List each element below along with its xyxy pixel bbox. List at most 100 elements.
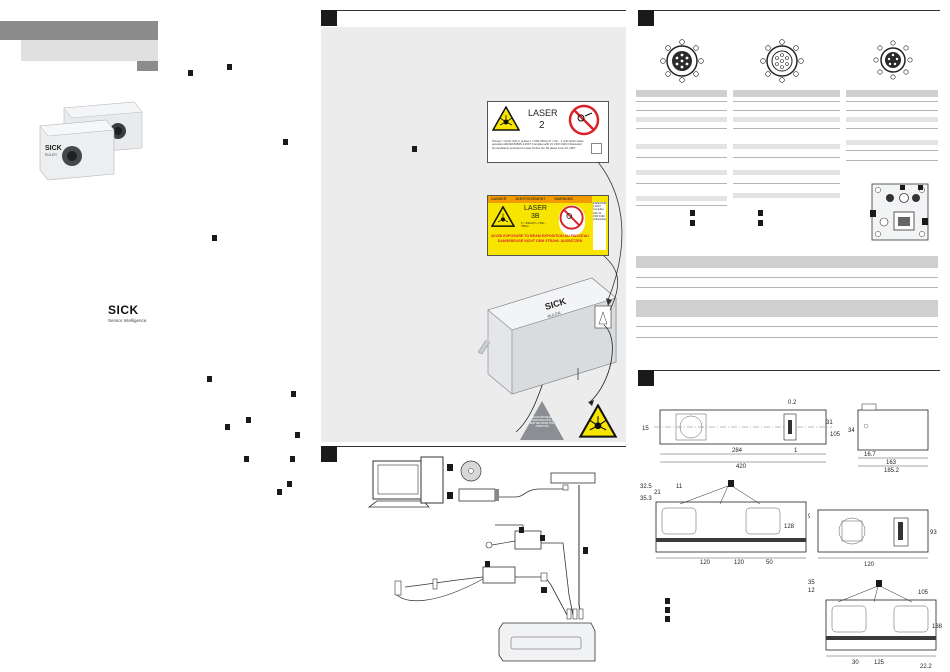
ref-marker xyxy=(246,417,251,423)
ref-marker xyxy=(188,70,193,76)
ref-marker xyxy=(690,220,695,226)
ref-marker xyxy=(665,616,670,622)
encoder-box xyxy=(514,530,542,550)
dim-120b: 120 xyxy=(734,560,745,566)
laser-class2-number: 2 xyxy=(539,120,545,131)
led-table-header xyxy=(636,256,938,268)
dim-284: 284 xyxy=(732,448,743,454)
cover-product-photo: SICK SICK RULER xyxy=(34,98,144,186)
led-table-2-header xyxy=(636,300,938,317)
label-square xyxy=(591,143,602,154)
ref-marker xyxy=(244,456,249,462)
dimension-drawing-bottom: 35 105 30 12 125 22.2 138 xyxy=(808,580,942,670)
ref-marker xyxy=(277,489,282,495)
pin-row-shaded xyxy=(636,170,727,175)
pin-row xyxy=(846,160,938,161)
pin-row xyxy=(636,157,727,158)
led-table-row xyxy=(636,287,938,288)
aperture-warning-label: AVOID EXPOSURE LASER RADIATION IS EMITTE… xyxy=(519,400,565,441)
section-rule xyxy=(654,370,940,371)
ref-marker xyxy=(212,235,217,241)
laser-warning-icon xyxy=(490,205,516,232)
pin-row-shaded xyxy=(846,140,938,145)
pin-row-shaded xyxy=(733,193,840,198)
pc-tower xyxy=(420,456,444,504)
ref-marker xyxy=(758,220,763,226)
warn-word-danger: DANGER xyxy=(491,197,507,201)
dim-30: 30 xyxy=(852,660,859,666)
section-rule xyxy=(337,10,626,11)
laser-class2-fine-print: P(max) = 2mW, CW or pulsed λ = 660-780nm… xyxy=(492,139,584,150)
pin-row-shaded xyxy=(733,117,840,122)
pin-row xyxy=(733,128,840,129)
laser-warning-icon xyxy=(491,105,521,136)
dim-34: 34 xyxy=(848,428,855,434)
led-table-row xyxy=(636,337,938,338)
section-marker xyxy=(638,10,654,26)
aperture-warning-text: AVOID EXPOSURE LASER RADIATION IS EMITTE… xyxy=(529,416,555,428)
dim-0.2: 0.2 xyxy=(788,400,797,406)
cover-accent-bar xyxy=(137,61,158,71)
laser-label-class3b: DANGER AVERTISSEMENT WARNUNG LASER 3B P … xyxy=(487,195,609,256)
dim-9: 9 xyxy=(808,514,810,520)
connector-pinout-3 xyxy=(873,40,913,80)
no-staring-icon xyxy=(568,104,601,142)
warning-words-strip: DANGER AVERTISSEMENT WARNUNG xyxy=(488,196,592,203)
label-connector-lines xyxy=(597,161,623,311)
dimension-drawing-end: 120 93 xyxy=(817,509,937,568)
dim-163: 163 xyxy=(886,460,897,466)
section-marker xyxy=(321,446,337,462)
dim-105-b: 105 xyxy=(918,590,929,596)
pin-table-2-header xyxy=(733,90,840,97)
dim-138: 138 xyxy=(932,624,942,630)
ref-marker xyxy=(283,139,288,145)
dim-185.2: 185.2 xyxy=(884,468,900,474)
system-diagram xyxy=(367,456,596,662)
dimension-drawing-top: 284 420 15 1 0.2 31 105 xyxy=(642,400,840,470)
ruler-camera xyxy=(498,622,596,662)
dim-1: 1 xyxy=(794,448,798,454)
pin-row-shaded xyxy=(733,170,840,175)
dim-125: 125 xyxy=(874,660,885,666)
power-supply-box xyxy=(482,566,516,584)
ethernet-switch xyxy=(550,472,596,484)
pin-row-shaded xyxy=(733,144,840,149)
pin-row xyxy=(733,157,840,158)
sick-logo: SICK xyxy=(108,303,139,317)
dim-11: 11 xyxy=(676,484,683,490)
pin-row xyxy=(846,101,938,102)
laser-camera-illustration: SICK RULER xyxy=(472,270,632,440)
pin-table-3-header xyxy=(846,90,938,97)
camera-rear-panel xyxy=(870,183,929,241)
pin-table-1-header xyxy=(636,90,727,97)
dim-128: 128 xyxy=(784,524,795,530)
pin-row-shaded xyxy=(636,144,727,149)
dim-16.7: 16.7 xyxy=(864,452,876,458)
section-marker xyxy=(638,370,654,386)
frame-grabber-card xyxy=(458,488,496,502)
pin-row-shaded xyxy=(636,196,727,201)
pin-row xyxy=(733,101,840,102)
laser-class3b-number: 3B xyxy=(531,213,540,220)
ref-marker xyxy=(290,456,295,462)
dim-21: 21 xyxy=(654,490,661,496)
ref-marker xyxy=(225,424,230,430)
laser-label-class2: LASER 2 P(max) = 2mW, CW or pulsed λ = 6… xyxy=(487,101,609,163)
laser-class2-text: LASER xyxy=(528,108,558,118)
pin-row xyxy=(846,110,938,111)
dim-420: 420 xyxy=(736,464,747,470)
dim-32.5: 32.5 xyxy=(640,484,652,490)
sick-tagline: Sensor Intelligence. xyxy=(108,318,148,323)
led-table-row xyxy=(636,326,938,327)
dimension-drawing-front: 120 120 50 9 128 32.5 21 11 35.3 xyxy=(640,480,810,566)
warn-word-avertissement: AVERTISSEMENT xyxy=(515,197,546,201)
dim-50: 50 xyxy=(766,560,773,566)
ref-marker xyxy=(690,210,695,216)
ref-marker xyxy=(207,376,212,382)
pin-row xyxy=(636,183,727,184)
ref-marker xyxy=(287,481,292,487)
no-staring-icon xyxy=(559,205,585,236)
pin-row-shaded xyxy=(846,117,938,122)
pin-row xyxy=(636,110,727,111)
dimension-drawing-side: 34 163 185.2 16.7 xyxy=(848,403,929,474)
